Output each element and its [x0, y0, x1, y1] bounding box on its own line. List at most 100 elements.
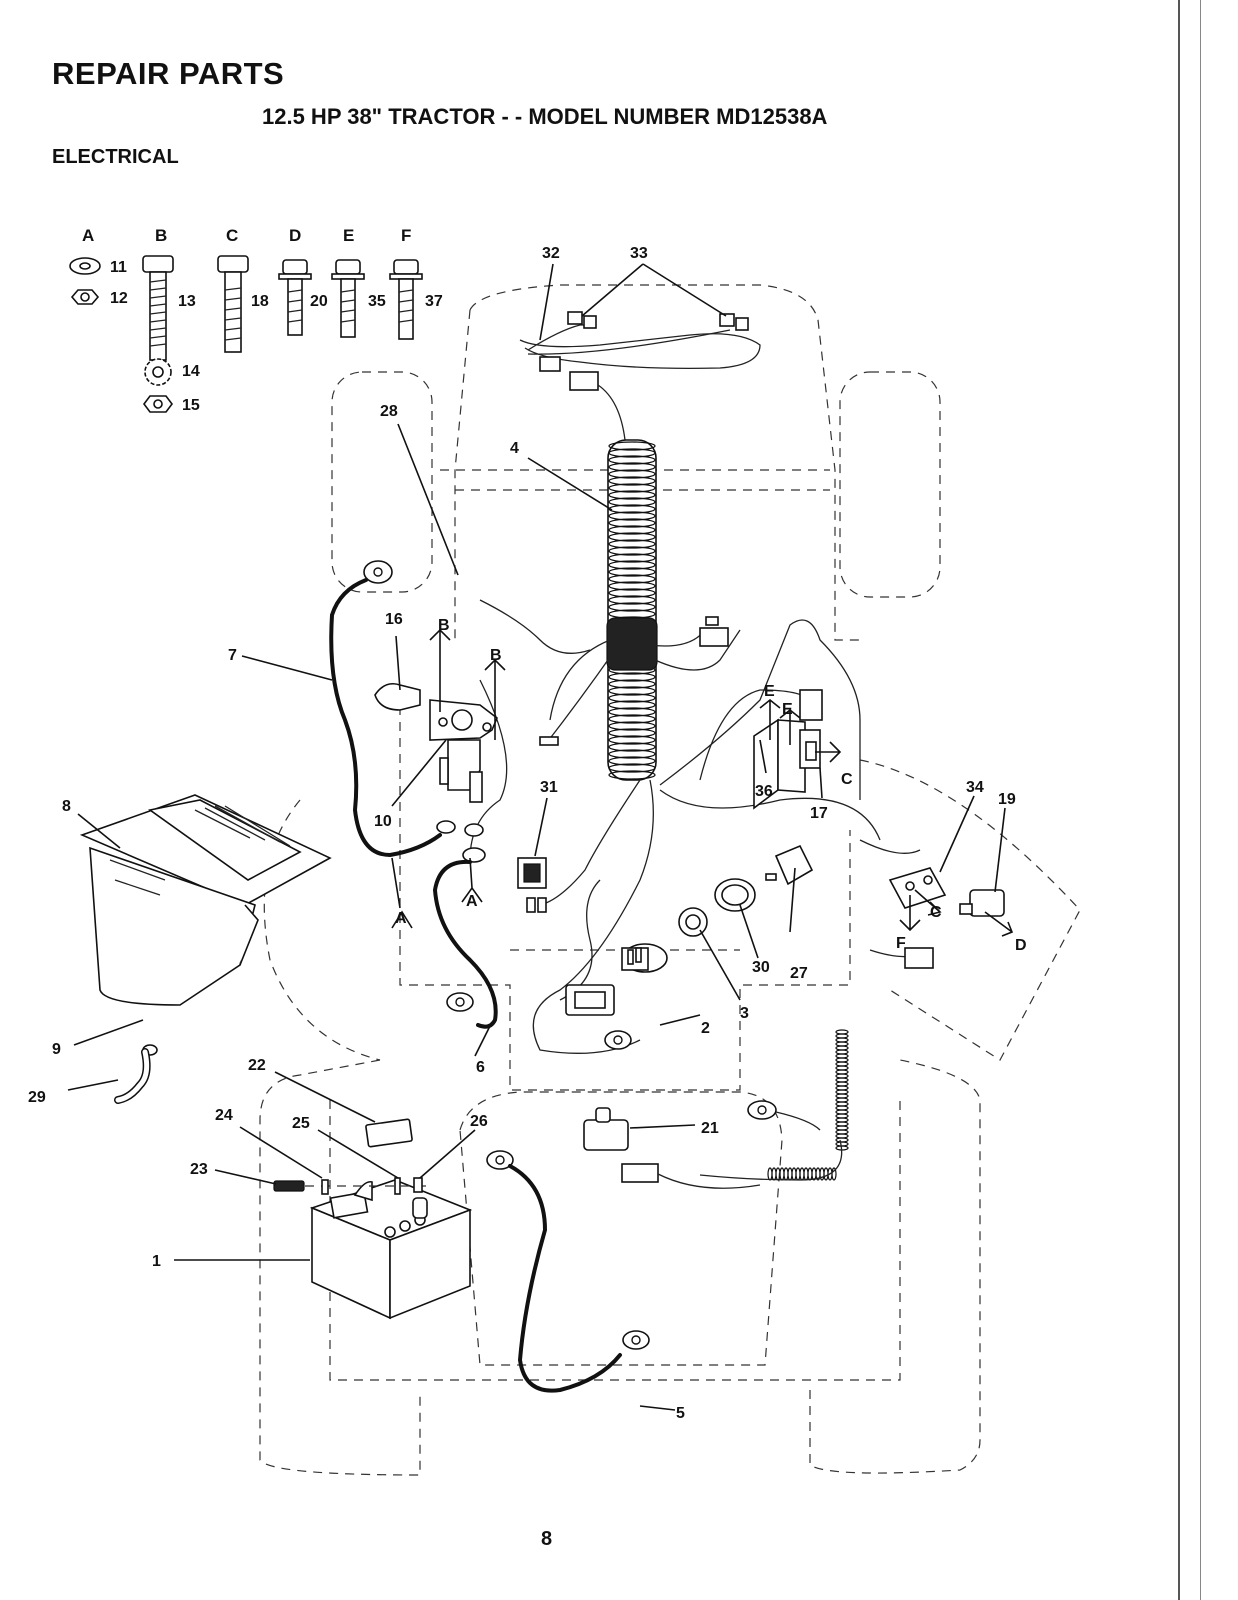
callout-2: 2	[701, 1020, 710, 1037]
conduit-coil	[608, 448, 656, 458]
callout-6: 6	[476, 1059, 485, 1076]
col-C: C	[226, 226, 238, 245]
harness-connector-icon	[699, 627, 729, 647]
callout-34: 34	[966, 779, 984, 796]
conduit-coil	[608, 539, 656, 549]
interlock-switch-icon	[799, 689, 823, 721]
conduit-coil	[608, 511, 656, 521]
callout-17: 17	[810, 805, 828, 822]
cable-6	[432, 859, 498, 1029]
col-F: F	[401, 226, 411, 245]
hardware-ref-markers: A A B B C C D E E F	[391, 617, 1027, 954]
battery-tray	[79, 794, 332, 1104]
starter-solenoid	[374, 682, 498, 863]
conduit-coil	[608, 560, 656, 570]
conduit-coil	[608, 462, 656, 472]
callout-28: 28	[380, 403, 398, 420]
conduit-coil	[608, 749, 656, 759]
seat-switch-icon	[969, 889, 1005, 917]
conduit-coil	[608, 483, 656, 493]
conduit-coil	[608, 518, 656, 528]
cable-5	[486, 1150, 650, 1393]
ref-E-2: E	[782, 701, 793, 718]
module-27-icon	[774, 844, 814, 886]
callout-4: 4	[510, 440, 519, 457]
conduit-coil	[608, 469, 656, 479]
col-E: E	[343, 226, 354, 245]
conduit-coil	[608, 553, 656, 563]
conduit-coil	[608, 476, 656, 486]
callout-14: 14	[182, 363, 200, 380]
ref-C-1: C	[841, 771, 853, 788]
conduit-coil	[608, 686, 656, 696]
pto-connector-icon	[621, 1163, 659, 1183]
callout-11: 11	[110, 259, 127, 276]
callout-25: 25	[292, 1115, 310, 1132]
callout-33: 33	[630, 245, 648, 262]
cord-coil	[831, 1167, 837, 1181]
callout-16: 16	[385, 611, 403, 628]
conduit-coil	[608, 595, 656, 605]
callout-15: 15	[182, 397, 200, 414]
headlight-bulb-right-icon	[719, 313, 735, 327]
col-B: B	[155, 226, 167, 245]
callout-18: 18	[251, 293, 269, 310]
callout-30: 30	[752, 959, 770, 976]
leader-lines	[67, 263, 1006, 1411]
page-title: REPAIR PARTS	[52, 56, 285, 91]
lock-washer-icon	[69, 257, 101, 275]
conduit-coil	[608, 728, 656, 738]
section-heading: ELECTRICAL	[52, 146, 179, 168]
callout-13: 13	[178, 293, 196, 310]
conduit-coil	[608, 735, 656, 745]
hex-bolt-18-icon	[217, 255, 249, 353]
pto-switch-icon	[583, 1119, 629, 1151]
conduit-coil	[608, 707, 656, 717]
ref-E-1: E	[764, 683, 775, 700]
callout-12: 12	[110, 290, 128, 307]
flange-bolt-35-icon	[331, 259, 365, 338]
conduit-coil	[608, 721, 656, 731]
conduit-coil	[608, 441, 656, 451]
headlight-harness	[519, 311, 761, 441]
battery	[273, 1118, 473, 1320]
flange-bolt-20-icon	[278, 259, 312, 336]
ref-B-1: B	[438, 617, 450, 634]
lock-nut-icon	[143, 395, 173, 413]
conduit-coil	[608, 567, 656, 577]
binder-edge-line	[1178, 0, 1180, 1600]
conduit-coil	[608, 588, 656, 598]
callout-10: 10	[374, 813, 392, 830]
battery-terminal-cover-icon	[365, 1118, 413, 1148]
callout-20: 20	[310, 293, 328, 310]
conduit-coil	[608, 602, 656, 612]
coil-cord	[583, 1029, 849, 1189]
callout-24: 24	[215, 1107, 233, 1124]
ignition-area	[517, 844, 814, 1050]
conduit-coil	[608, 756, 656, 766]
harness-plug-icon	[904, 947, 934, 969]
headlight-bulb-left-icon	[567, 311, 583, 325]
conduit-coil	[608, 574, 656, 584]
callout-29: 29	[28, 1089, 46, 1106]
conduit-coil	[608, 679, 656, 689]
callout-7: 7	[228, 647, 237, 664]
callout-3: 3	[740, 1005, 749, 1022]
bracket-34-icon	[888, 867, 947, 909]
col-A: A	[82, 226, 94, 245]
conduit-coil	[608, 672, 656, 682]
conduit-coil	[608, 770, 656, 780]
conduit-coil	[608, 490, 656, 500]
battery-cable-7	[329, 560, 442, 858]
callout-19: 19	[998, 791, 1016, 808]
conduit-coil	[608, 525, 656, 535]
hex-nut-icon	[70, 289, 100, 305]
callout-35: 35	[368, 293, 386, 310]
ref-C-2: C	[930, 904, 942, 921]
wire-harness-conduit	[606, 439, 658, 781]
connector-icon	[539, 356, 561, 372]
bracket-16-icon	[374, 682, 421, 711]
callout-9: 9	[52, 1041, 61, 1058]
page-subtitle: 12.5 HP 38" TRACTOR - - MODEL NUMBER MD1…	[262, 104, 828, 129]
